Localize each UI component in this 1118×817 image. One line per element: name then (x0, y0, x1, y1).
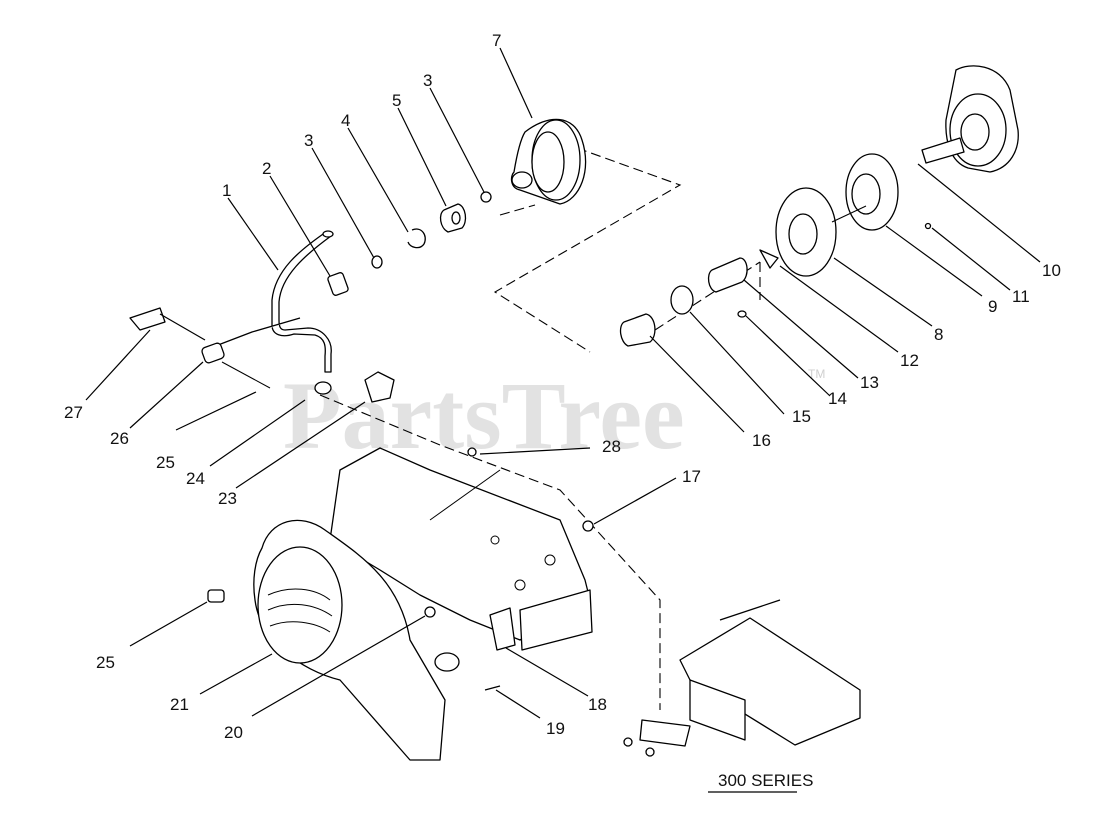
bushing-part-2 (327, 272, 349, 296)
housing-hub (960, 113, 990, 151)
knob-part-25 (207, 589, 225, 603)
inset-bracket (689, 679, 746, 741)
inset-rail (719, 599, 781, 621)
frame-hole (514, 579, 526, 591)
bolt-part-19 (484, 685, 501, 691)
callout-13: 13 (860, 373, 879, 392)
series-300-inset (623, 599, 861, 793)
frame-hole (544, 554, 556, 566)
callout-leaders (85, 47, 1041, 719)
callout-18: 18 (588, 695, 607, 714)
pulley-9-hub (851, 173, 881, 215)
callout-23: 23 (218, 489, 237, 508)
right-shaft-assembly (619, 65, 1019, 347)
nut-part-17 (582, 520, 594, 532)
watermark-trademark: TM (808, 367, 825, 381)
spacer-part-13 (707, 257, 748, 293)
inset-bolt (645, 747, 655, 757)
pulley-8-hub (788, 213, 818, 255)
series-caption: 300 SERIES (718, 771, 813, 790)
rod-end (322, 230, 334, 238)
watermark-text: PartsTree (283, 362, 685, 469)
callout-14: 14 (828, 389, 847, 408)
output-shaft (921, 137, 965, 164)
callout-28: 28 (602, 437, 621, 456)
callout-9: 9 (988, 297, 997, 316)
callout-26: 26 (110, 429, 129, 448)
shift-rod-assembly (129, 191, 492, 403)
ring-part-15 (670, 285, 694, 315)
pivot-block-26 (201, 342, 225, 364)
callout-2: 2 (262, 159, 271, 178)
callout-19: 19 (546, 719, 565, 738)
callout-3: 3 (304, 131, 313, 150)
callout-12: 12 (900, 351, 919, 370)
callout-3b: 3 (423, 71, 432, 90)
key-part-12 (759, 249, 779, 269)
callout-labels: 1 2 3 4 5 3 7 10 9 11 8 12 13 14 15 16 2… (64, 31, 1061, 742)
clip-part-27 (129, 307, 166, 331)
screw-part-14 (737, 310, 747, 318)
callout-11: 11 (1012, 287, 1030, 306)
callout-25: 25 (156, 453, 175, 472)
set-screw-part-11 (924, 222, 932, 230)
inset-clip (639, 719, 691, 747)
vent-slat (267, 588, 331, 601)
callout-15: 15 (792, 407, 811, 426)
frame-bracket (519, 589, 593, 651)
washer-part-24 (314, 381, 332, 395)
callout-8: 8 (934, 325, 943, 344)
bolt-part-28 (467, 447, 477, 457)
vent-slat (269, 621, 331, 633)
bearing-bore (451, 211, 461, 225)
plate-part-23 (364, 371, 395, 403)
callout-7: 7 (492, 31, 501, 50)
callout-27: 27 (64, 403, 83, 422)
callout-16: 16 (752, 431, 771, 450)
callout-25b: 25 (96, 653, 115, 672)
frame-assembly (207, 447, 594, 761)
callout-21: 21 (170, 695, 189, 714)
plug-part (434, 652, 460, 672)
pulley-groove (531, 131, 565, 193)
shift-rod-part (271, 231, 332, 373)
snap-ring-part-4 (407, 228, 426, 249)
callout-4: 4 (341, 111, 350, 130)
pin-part-25 (221, 361, 271, 389)
shaft-link (831, 205, 867, 223)
washer-part-20 (424, 606, 436, 618)
callout-17: 17 (682, 467, 701, 486)
bracket-part-18 (489, 607, 516, 651)
pulley-hub (511, 171, 533, 189)
inset-bolt (623, 737, 633, 747)
ring-part-3 (371, 255, 383, 269)
callout-1: 1 (222, 181, 231, 200)
callout-5: 5 (392, 91, 401, 110)
vent-slat (267, 603, 333, 617)
frame-hole (490, 535, 500, 545)
ring-part-3b (480, 191, 492, 203)
drive-pulley-7 (510, 118, 587, 205)
callout-20: 20 (224, 723, 243, 742)
callout-10: 10 (1042, 261, 1061, 280)
frame-shaft (429, 469, 501, 521)
bushing-part-16 (619, 313, 656, 347)
callout-24: 24 (186, 469, 205, 488)
